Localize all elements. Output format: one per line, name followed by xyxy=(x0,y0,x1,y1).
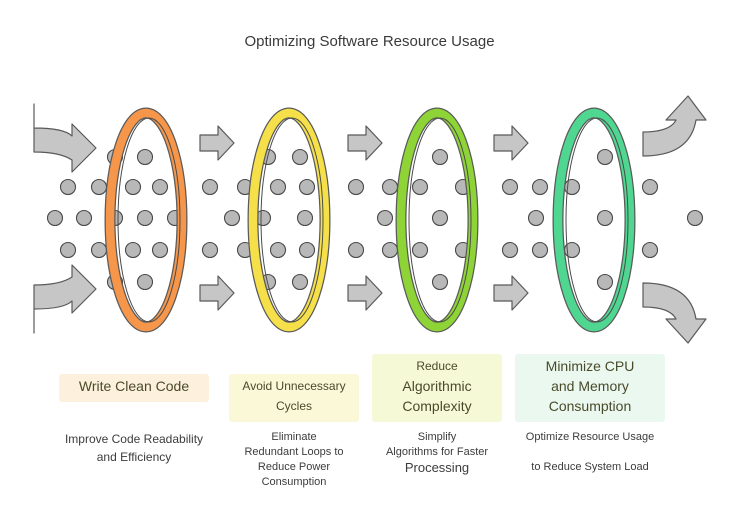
particle-dot-icon xyxy=(201,178,219,196)
particle-dot-icon xyxy=(59,178,77,196)
curved-output-arrow-icon xyxy=(642,95,707,157)
particle-dot-icon xyxy=(411,178,429,196)
filter-ring-icon xyxy=(247,107,331,333)
stage-description-line: Eliminate xyxy=(271,431,317,443)
particle-dot-icon xyxy=(596,273,614,291)
particle-dot-icon xyxy=(269,178,287,196)
stage-description-line xyxy=(505,445,675,460)
stage-description-line: Redundant Loops to xyxy=(244,446,344,458)
particle-dot-icon xyxy=(296,209,314,227)
particle-dot-icon xyxy=(527,209,545,227)
filter-ring-icon xyxy=(552,107,636,333)
flow-arrow-icon xyxy=(347,125,383,161)
particle-dot-icon xyxy=(269,241,287,259)
particle-dot-icon xyxy=(46,209,64,227)
particle-dot-icon xyxy=(90,178,108,196)
diagram-title: Optimizing Software Resource Usage xyxy=(244,33,495,50)
particle-dot-icon xyxy=(501,241,519,259)
flow-arrow-icon xyxy=(493,275,529,311)
particle-dot-icon xyxy=(136,209,154,227)
stage-title-line: Complexity xyxy=(402,398,472,414)
particle-dot-icon xyxy=(641,178,659,196)
particle-dot-icon xyxy=(223,209,241,227)
stage-description-line: Consumption xyxy=(261,476,327,488)
particle-dot-icon xyxy=(59,241,77,259)
flow-arrow-icon xyxy=(493,125,529,161)
stage-title-line: Avoid Unnecessary xyxy=(242,379,346,393)
particle-dot-icon xyxy=(136,148,154,166)
stage-title: Write Clean Code xyxy=(49,376,219,396)
flow-arrow-icon xyxy=(347,275,383,311)
stage-description-line: Simplify xyxy=(417,431,457,443)
particle-dot-icon xyxy=(431,148,449,166)
curved-output-arrow-icon xyxy=(642,282,707,344)
particle-dot-icon xyxy=(431,209,449,227)
stage-description-line: Algorithms for Faster xyxy=(385,446,489,458)
particle-dot-icon xyxy=(411,241,429,259)
particle-dot-icon xyxy=(376,209,394,227)
stage-description-line: Processing xyxy=(404,460,470,475)
filter-ring-icon xyxy=(395,107,479,333)
particle-dot-icon xyxy=(90,241,108,259)
particle-dot-icon xyxy=(75,209,93,227)
stage-description-line: and Efficiency xyxy=(96,450,172,464)
stage-description-line: Improve Code Readability xyxy=(64,432,204,446)
stage-description: Improve Code Readability and Efficiency xyxy=(49,430,219,466)
stage-title-line: Minimize CPU xyxy=(545,358,635,374)
filter-ring-icon xyxy=(104,107,188,333)
particle-dot-icon xyxy=(291,148,309,166)
curved-input-arrow-icon xyxy=(33,103,97,173)
particle-dot-icon xyxy=(501,178,519,196)
particle-dot-icon xyxy=(641,241,659,259)
stage-title-line: and Memory xyxy=(551,378,629,394)
particle-dot-icon xyxy=(596,148,614,166)
stage-description-line: Reduce Power xyxy=(257,461,331,473)
particle-dot-icon xyxy=(347,241,365,259)
curved-input-arrow-icon xyxy=(33,264,97,334)
stage-title-line: Consumption xyxy=(548,398,632,414)
stage-title-highlight xyxy=(515,354,665,422)
stage-title-line: Write Clean Code xyxy=(78,378,190,394)
particle-dot-icon xyxy=(381,178,399,196)
particle-dot-icon xyxy=(201,241,219,259)
particle-dot-icon xyxy=(347,178,365,196)
particle-dot-icon xyxy=(686,209,704,227)
particle-dot-icon xyxy=(596,209,614,227)
flow-arrow-icon xyxy=(199,125,235,161)
flow-arrow-icon xyxy=(199,275,235,311)
particle-dot-icon xyxy=(531,241,549,259)
particle-dot-icon xyxy=(291,273,309,291)
particle-dot-icon xyxy=(431,273,449,291)
stage-title-highlight xyxy=(372,354,502,422)
stage-title-line: Reduce xyxy=(416,359,458,373)
stage-description: Optimize Resource Usage to Reduce System… xyxy=(505,430,675,475)
stage-title-highlight xyxy=(59,374,209,402)
particle-dot-icon xyxy=(298,178,316,196)
stage-title-line: Cycles xyxy=(275,399,312,413)
particle-dot-icon xyxy=(151,178,169,196)
stage-description-line: Optimize Resource Usage xyxy=(525,431,655,443)
particle-dot-icon xyxy=(124,241,142,259)
stage-title-highlight xyxy=(229,374,359,422)
particle-dot-icon xyxy=(381,241,399,259)
stage-description-line: to Reduce System Load xyxy=(531,461,649,473)
particle-dot-icon xyxy=(298,241,316,259)
particle-dot-icon xyxy=(151,241,169,259)
stage-title-line: Algorithmic xyxy=(402,378,472,394)
particle-dot-icon xyxy=(124,178,142,196)
particle-dot-icon xyxy=(136,273,154,291)
particle-dot-icon xyxy=(531,178,549,196)
